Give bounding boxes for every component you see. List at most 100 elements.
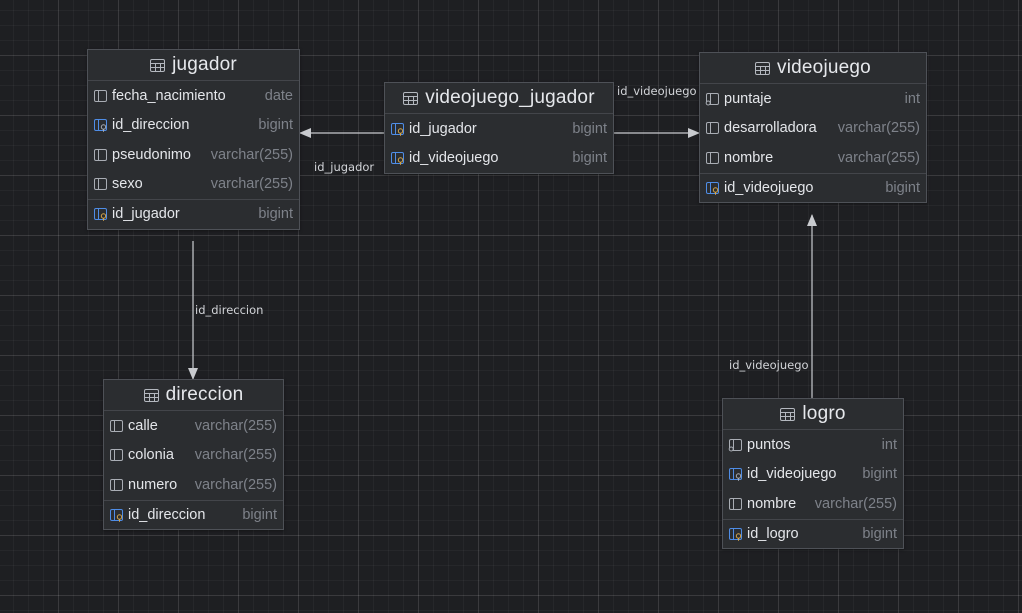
- table-icon: [150, 58, 166, 72]
- column-name: sexo: [112, 176, 143, 193]
- column-icon: [109, 478, 124, 492]
- column-icon: [93, 148, 108, 162]
- not-null-column-icon: [705, 92, 720, 106]
- table-header[interactable]: videojuego_jugador: [385, 83, 613, 114]
- primary-key-icon: [728, 527, 743, 541]
- column-name: nombre: [747, 495, 797, 512]
- column-icon: [93, 89, 108, 103]
- column-type: varchar(255): [210, 146, 293, 163]
- column-type: bigint: [885, 179, 920, 196]
- table-videojuego[interactable]: videojuego puntaje int desarrolladora varch…: [699, 52, 927, 203]
- column-row-colonia[interactable]: colonia varchar(255): [104, 441, 283, 471]
- column-row-id-jugador[interactable]: id_jugador bigint: [385, 114, 613, 144]
- table-header[interactable]: direccion: [104, 380, 283, 411]
- column-type: varchar(255): [837, 149, 920, 166]
- primary-foreign-key-icon: [390, 122, 405, 136]
- column-icon: [109, 448, 124, 462]
- column-type: bigint: [862, 525, 897, 542]
- table-icon: [403, 91, 419, 105]
- column-name: id_jugador: [409, 120, 477, 137]
- column-icon: [705, 151, 720, 165]
- column-name: colonia: [128, 447, 174, 464]
- column-name: numero: [128, 476, 178, 493]
- column-type: bigint: [572, 120, 607, 137]
- column-type: bigint: [242, 506, 277, 523]
- primary-foreign-key-icon: [390, 151, 405, 166]
- column-type: varchar(255): [814, 495, 897, 512]
- table-title: videojuego: [777, 57, 871, 78]
- column-row-puntos[interactable]: puntos int: [723, 430, 903, 460]
- table-jugador[interactable]: jugador fecha_nacimiento date id_direccion…: [87, 49, 300, 230]
- relation-label-id-direccion: id_direccion: [195, 303, 264, 317]
- column-row-id-videojuego[interactable]: id_videojuego bigint: [385, 144, 613, 174]
- column-type: bigint: [862, 466, 897, 483]
- relation-label-id-jugador: id_jugador: [314, 160, 375, 174]
- table-icon: [780, 407, 796, 421]
- table-icon: [143, 388, 159, 402]
- column-row-puntaje[interactable]: puntaje int: [700, 84, 926, 114]
- column-row-id-logro[interactable]: id_logro bigint: [723, 518, 903, 549]
- column-name: id_videojuego: [409, 150, 499, 167]
- column-name: desarrolladora: [724, 120, 817, 137]
- table-header[interactable]: logro: [723, 399, 903, 430]
- column-type: int: [881, 436, 897, 453]
- column-icon: [93, 177, 108, 191]
- column-name: puntaje: [724, 90, 772, 107]
- column-row-nombre[interactable]: nombre varchar(255): [723, 489, 903, 519]
- relation-label-id-videojuego-top: id_videojuego: [617, 84, 697, 98]
- column-name: id_jugador: [112, 206, 180, 223]
- column-row-sexo[interactable]: sexo varchar(255): [88, 170, 299, 200]
- column-name: id_direccion: [128, 506, 206, 523]
- primary-key-icon: [93, 207, 108, 222]
- not-null-column-icon: [728, 438, 743, 452]
- column-icon: [728, 497, 743, 511]
- column-type: varchar(255): [837, 120, 920, 137]
- column-row-id-direccion[interactable]: id_direccion bigint: [104, 499, 283, 530]
- column-row-fecha-nacimiento[interactable]: fecha_nacimiento date: [88, 81, 299, 111]
- foreign-key-icon: [728, 467, 743, 482]
- table-header[interactable]: jugador: [88, 50, 299, 81]
- column-type: bigint: [572, 150, 607, 167]
- column-name: calle: [128, 417, 158, 434]
- table-title: jugador: [172, 54, 237, 75]
- column-type: varchar(255): [194, 447, 277, 464]
- primary-key-icon: [109, 508, 124, 522]
- column-type: bigint: [258, 206, 293, 223]
- table-icon: [755, 61, 771, 75]
- relation-label-id-videojuego-logro: id_videojuego: [729, 358, 809, 372]
- column-row-nombre[interactable]: nombre varchar(255): [700, 143, 926, 173]
- column-name: id_direccion: [112, 117, 190, 134]
- column-name: puntos: [747, 436, 791, 453]
- table-title: direccion: [165, 384, 244, 405]
- column-icon: [109, 419, 124, 433]
- column-type: date: [264, 87, 293, 104]
- table-title: videojuego_jugador: [425, 87, 595, 108]
- column-row-id-jugador[interactable]: id_jugador bigint: [88, 199, 299, 229]
- column-row-id-videojuego[interactable]: id_videojuego bigint: [700, 172, 926, 203]
- column-row-desarrolladora[interactable]: desarrolladora varchar(255): [700, 114, 926, 144]
- column-icon: [705, 121, 720, 135]
- table-header[interactable]: videojuego: [700, 53, 926, 84]
- column-name: nombre: [724, 149, 774, 166]
- column-row-id-direccion[interactable]: id_direccion bigint: [88, 111, 299, 141]
- table-title: logro: [802, 403, 846, 424]
- column-name: fecha_nacimiento: [112, 87, 226, 104]
- column-type: bigint: [258, 117, 293, 134]
- column-name: id_logro: [747, 525, 799, 542]
- column-type: int: [904, 90, 920, 107]
- column-name: id_videojuego: [724, 179, 814, 196]
- column-type: varchar(255): [210, 176, 293, 193]
